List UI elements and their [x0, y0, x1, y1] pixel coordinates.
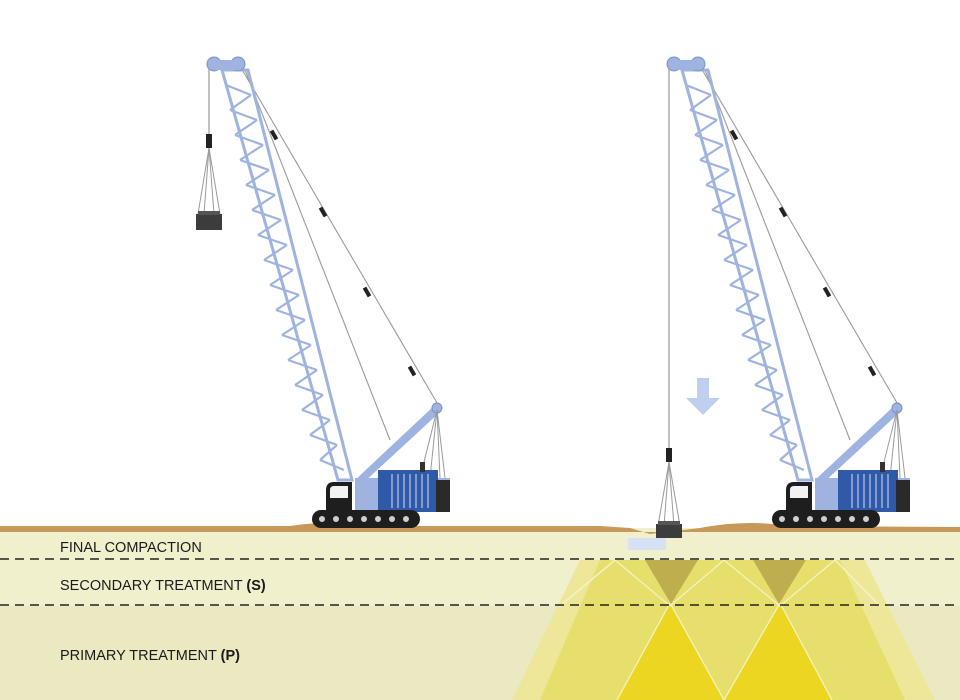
label-final-compaction: FINAL COMPACTION — [60, 540, 202, 556]
ground-surface — [0, 522, 960, 534]
tamping-weight-dropped — [656, 524, 682, 538]
rigging — [657, 461, 681, 527]
secondary-cone-right — [753, 560, 806, 604]
crane-dropping — [665, 55, 912, 530]
layer-name: SECONDARY TREATMENT — [60, 578, 243, 594]
label-secondary-treatment: SECONDARY TREATMENT (S) — [60, 578, 266, 594]
layer-name: FINAL COMPACTION — [60, 540, 202, 556]
crawler-crane-right — [665, 55, 912, 530]
secondary-cone-left — [645, 560, 698, 604]
hook-block — [666, 448, 672, 462]
treated-soil-zone — [512, 559, 935, 700]
layer-code: (S) — [246, 578, 266, 594]
label-primary-treatment: PRIMARY TREATMENT (P) — [60, 648, 240, 664]
hook-block — [206, 134, 212, 148]
dropped-weight-assembly — [656, 68, 682, 538]
layer-name: PRIMARY TREATMENT — [60, 648, 217, 664]
rigging — [197, 147, 221, 215]
tamping-weight-raised — [196, 214, 222, 230]
arrow-down-icon — [686, 378, 720, 415]
soil-profile — [0, 522, 960, 700]
crane-lifting — [196, 55, 452, 530]
primary-impact-zone-right — [724, 603, 832, 700]
layer-labels: FINAL COMPACTION SECONDARY TREATMENT (S)… — [60, 540, 266, 664]
crawler-crane-left — [205, 55, 452, 530]
layer-code: (P) — [221, 648, 241, 664]
primary-impact-zone-left — [617, 603, 724, 700]
impact-lattice — [559, 559, 881, 700]
impact-crater — [628, 538, 666, 550]
